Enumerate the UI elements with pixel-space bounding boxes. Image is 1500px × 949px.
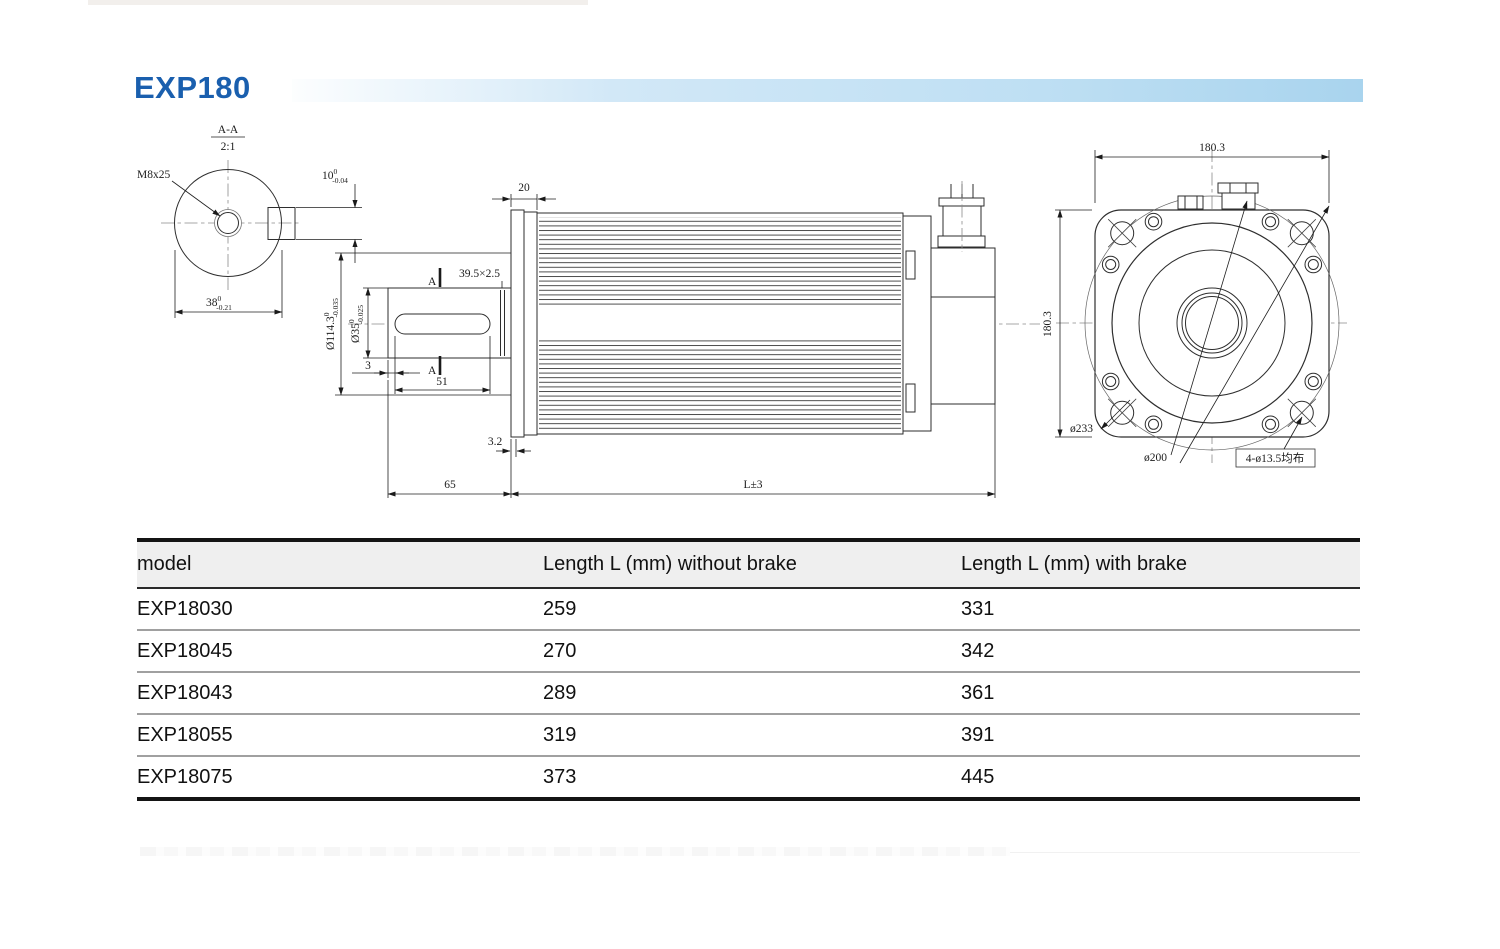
- dim-pilot-diameter: Ø114.30-0.035: [322, 252, 512, 396]
- shaft-keyway: [394, 313, 491, 335]
- side-view: Ø114.30-0.035 Ø350-0.025 39.5×2.5 A A: [322, 181, 1040, 498]
- table-row: EXP18030 259 331: [137, 589, 1360, 629]
- dim-keyway-length: 51: [394, 336, 491, 394]
- svg-text:ø233: ø233: [1070, 423, 1093, 435]
- svg-text:Ø114.30-0.035: Ø114.30-0.035: [322, 298, 340, 350]
- section-view-aa: A-A 2:1 M8x25 100-0.04 38: [137, 124, 362, 318]
- cell-model: EXP18045: [137, 639, 233, 662]
- pilot-boss-circle: [1138, 249, 1286, 397]
- svg-text:3.2: 3.2: [488, 436, 503, 448]
- cell-length-with-brake: 361: [961, 681, 995, 704]
- outer-diameter-callout: ø233: [1070, 399, 1131, 435]
- mounting-flange: [510, 209, 525, 438]
- length-table: model Length L (mm) without brake Length…: [137, 538, 1360, 801]
- front-view: 180.3 180.3 ø233 ø200 4-ø13.5均布: [1042, 142, 1347, 468]
- bolt-pitch-circle: [1084, 195, 1340, 451]
- cooling-fins-top: [539, 217, 901, 308]
- page-title: EXP180: [134, 70, 251, 105]
- svg-text:100-0.04: 100-0.04: [322, 167, 348, 185]
- cropped-top-content: [88, 0, 588, 5]
- section-cut-marks: A A: [428, 268, 442, 377]
- dim-section-diameter: 380-0.21: [174, 250, 283, 318]
- cell-length-with-brake: 342: [961, 639, 995, 662]
- table-row: EXP18045 270 342: [137, 629, 1360, 671]
- col-header-length-without-brake: Length L (mm) without brake: [543, 553, 797, 575]
- cell-length-without-brake: 259: [543, 597, 577, 620]
- col-header-model: model: [137, 553, 192, 575]
- mount-holes-callout: 4-ø13.5均布: [1179, 205, 1330, 468]
- key-section: [267, 207, 296, 240]
- tapped-hole: [217, 212, 239, 234]
- table-row: EXP18043 289 361: [137, 671, 1360, 713]
- bolt-circle-callout: ø200: [1144, 200, 1248, 464]
- cell-model: EXP18030: [137, 597, 233, 620]
- cell-model: EXP18075: [137, 765, 233, 788]
- rear-housing: [930, 247, 996, 405]
- cell-length-with-brake: 391: [961, 723, 995, 746]
- motor-shaft: [387, 287, 512, 359]
- section-label: A-A: [218, 124, 239, 136]
- dim-shaft-length: 65: [387, 380, 512, 498]
- cell-model: EXP18043: [137, 681, 233, 704]
- svg-text:ø200: ø200: [1144, 452, 1167, 464]
- svg-text:A: A: [428, 365, 437, 377]
- cell-length-without-brake: 319: [543, 723, 577, 746]
- table-row: EXP18055 319 391: [137, 713, 1360, 755]
- svg-text:51: 51: [436, 376, 448, 388]
- thread-callout: M8x25: [137, 169, 170, 181]
- dim-flange-step: 3.2: [488, 436, 531, 457]
- technical-drawing: A-A 2:1 M8x25 100-0.04 38: [137, 124, 1347, 498]
- table-row: EXP18075 373 445: [137, 755, 1360, 797]
- shaft-cross-section: [174, 169, 282, 277]
- svg-text:Ø350-0.025: Ø350-0.025: [347, 305, 365, 343]
- dim-flange-height: 180.3: [1042, 209, 1092, 438]
- connector-block: [937, 181, 986, 252]
- svg-text:180.3: 180.3: [1042, 311, 1054, 337]
- svg-text:3: 3: [365, 360, 371, 372]
- dim-keyway-offset: 3: [352, 336, 420, 394]
- body-circle: [1111, 222, 1313, 424]
- bolt-holes: [1101, 212, 1323, 434]
- col-header-length-with-brake: Length L (mm) with brake: [961, 553, 1188, 575]
- cell-model: EXP18055: [137, 723, 233, 746]
- table-header-row: model Length L (mm) without brake Length…: [137, 538, 1360, 589]
- faint-rule: [1010, 852, 1360, 853]
- svg-text:65: 65: [444, 479, 456, 491]
- svg-text:180.3: 180.3: [1199, 142, 1225, 154]
- svg-text:L±3: L±3: [743, 479, 762, 491]
- dim-key-width: 100-0.04: [296, 167, 362, 263]
- svg-text:4-ø13.5均布: 4-ø13.5均布: [1246, 452, 1304, 465]
- title-accent-bar: [292, 79, 1363, 102]
- faint-footnote: [140, 847, 1010, 856]
- dim-front-endbell: 20: [492, 182, 556, 210]
- cell-length-without-brake: 270: [543, 639, 577, 662]
- svg-text:39.5×2.5: 39.5×2.5: [459, 268, 500, 280]
- dim-flange-width: 180.3: [1094, 142, 1330, 203]
- dim-body-length: L±3: [510, 404, 996, 498]
- cell-length-without-brake: 289: [543, 681, 577, 704]
- svg-text:380-0.21: 380-0.21: [206, 294, 232, 312]
- shaft-hole: [1185, 296, 1239, 350]
- connector-silhouettes: [1177, 182, 1259, 210]
- section-scale-label: 2:1: [221, 141, 236, 153]
- cell-length-without-brake: 373: [543, 765, 577, 788]
- dim-shaft-diameter: Ø350-0.025: [347, 287, 389, 359]
- cell-length-with-brake: 331: [961, 597, 995, 620]
- front-endbell: [523, 211, 538, 436]
- flange-outline: [1094, 209, 1330, 438]
- cell-length-with-brake: 445: [961, 765, 995, 788]
- svg-text:A: A: [428, 276, 437, 288]
- svg-text:20: 20: [518, 182, 530, 194]
- groove-callout: 39.5×2.5: [459, 268, 503, 288]
- cooling-fins-bottom: [539, 340, 901, 431]
